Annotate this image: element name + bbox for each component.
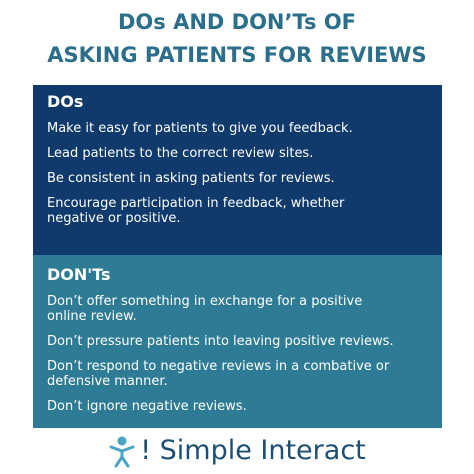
- dos-list: Make it easy for patients to give you fe…: [47, 121, 428, 226]
- list-item: Make it easy for patients to give you fe…: [47, 121, 353, 136]
- donts-heading: DON'Ts: [47, 265, 111, 284]
- brand-name: ! Simple Interact: [140, 435, 366, 466]
- donts-list: Don’t offer something in exchange for a …: [47, 294, 428, 414]
- person-icon: [108, 434, 136, 468]
- list-item: Don’t offer something in exchange for a …: [47, 294, 363, 324]
- dos-heading: DOs: [47, 92, 84, 111]
- title-line-2: ASKING PATIENTS FOR REVIEWS: [47, 43, 427, 67]
- brand-logo: ! Simple Interact: [0, 432, 474, 470]
- list-item: Don’t pressure patients into leaving pos…: [47, 334, 394, 349]
- page-title: DOs AND DON’Ts OF ASKING PATIENTS FOR RE…: [0, 6, 474, 72]
- list-item: Lead patients to the correct review site…: [47, 146, 314, 161]
- list-item: Don’t ignore negative reviews.: [47, 399, 247, 414]
- list-item: Encourage participation in feedback, whe…: [47, 196, 345, 226]
- title-line-1: DOs AND DON’Ts OF: [117, 10, 357, 34]
- donts-panel: DON'Ts Don’t offer something in exchange…: [33, 255, 442, 428]
- list-item: Don’t respond to negative reviews in a c…: [47, 359, 390, 389]
- list-item: Be consistent in asking patients for rev…: [47, 171, 335, 186]
- dos-panel: DOs Make it easy for patients to give yo…: [33, 85, 442, 255]
